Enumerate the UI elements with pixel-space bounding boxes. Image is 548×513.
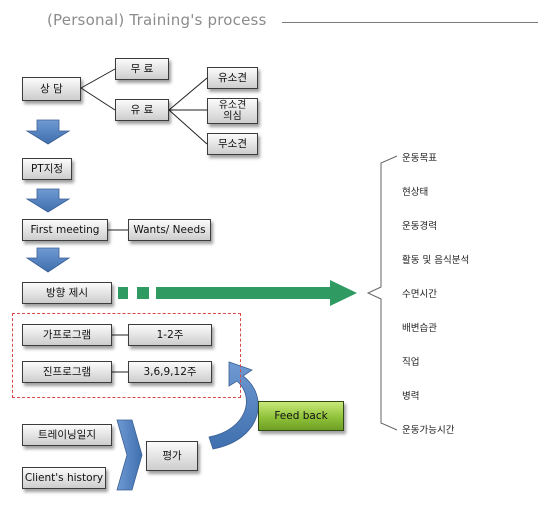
checklist-item: 배변습관 bbox=[402, 323, 437, 334]
down-arrow-3 bbox=[25, 247, 71, 273]
real-duration-node: 3,6,9,12주 bbox=[128, 361, 212, 383]
no-findings-node: 무소견 bbox=[207, 133, 258, 155]
feedback-node: Feed back bbox=[258, 401, 344, 431]
checklist-brace bbox=[366, 155, 398, 431]
pt-assign-node: PT지정 bbox=[22, 158, 72, 180]
diagram-title: (Personal) Training's process bbox=[47, 11, 267, 29]
line-paid-has bbox=[168, 77, 208, 111]
suspected-findings-node: 유소견 의심 bbox=[207, 98, 258, 124]
evaluation-node: 평가 bbox=[146, 441, 198, 471]
down-arrow-1 bbox=[25, 119, 71, 145]
temp-program-node: 가프로그램 bbox=[22, 324, 112, 346]
wants-needs-node: Wants/ Needs bbox=[128, 219, 211, 241]
checklist-item: 수면시간 bbox=[402, 289, 437, 300]
checklist-item: 현상태 bbox=[402, 187, 429, 198]
checklist-item: 운동목표 bbox=[402, 153, 437, 164]
temp-duration-node: 1-2주 bbox=[128, 324, 212, 346]
line-paid-none bbox=[168, 109, 208, 145]
down-arrow-2 bbox=[25, 188, 71, 213]
checklist-item: 운동가능시간 bbox=[402, 425, 455, 436]
paid-node: 유 료 bbox=[115, 99, 169, 121]
line-consult-paid bbox=[80, 87, 116, 111]
first-meeting-node: First meeting bbox=[22, 219, 108, 241]
checklist-item: 병력 bbox=[402, 391, 420, 402]
title-rule bbox=[282, 22, 538, 23]
chevron-arrow bbox=[116, 419, 143, 491]
checklist-item: 운동경력 bbox=[402, 221, 437, 232]
free-node: 무 료 bbox=[115, 58, 169, 80]
green-square-1 bbox=[118, 287, 128, 299]
real-program-node: 진프로그램 bbox=[22, 361, 112, 383]
training-log-node: 트레이닝일지 bbox=[22, 424, 112, 446]
has-findings-node: 유소견 bbox=[207, 67, 258, 89]
program-group bbox=[12, 313, 241, 398]
checklist-item: 직업 bbox=[402, 357, 420, 368]
green-arrow bbox=[156, 280, 357, 306]
direction-node: 방향 제시 bbox=[22, 282, 112, 304]
checklist-item: 활동 및 음식분석 bbox=[402, 255, 470, 266]
green-square-2 bbox=[137, 287, 149, 299]
client-history-node: Client's history bbox=[22, 467, 106, 489]
consult-node: 상 담 bbox=[22, 77, 81, 101]
line-consult-free bbox=[80, 68, 116, 89]
